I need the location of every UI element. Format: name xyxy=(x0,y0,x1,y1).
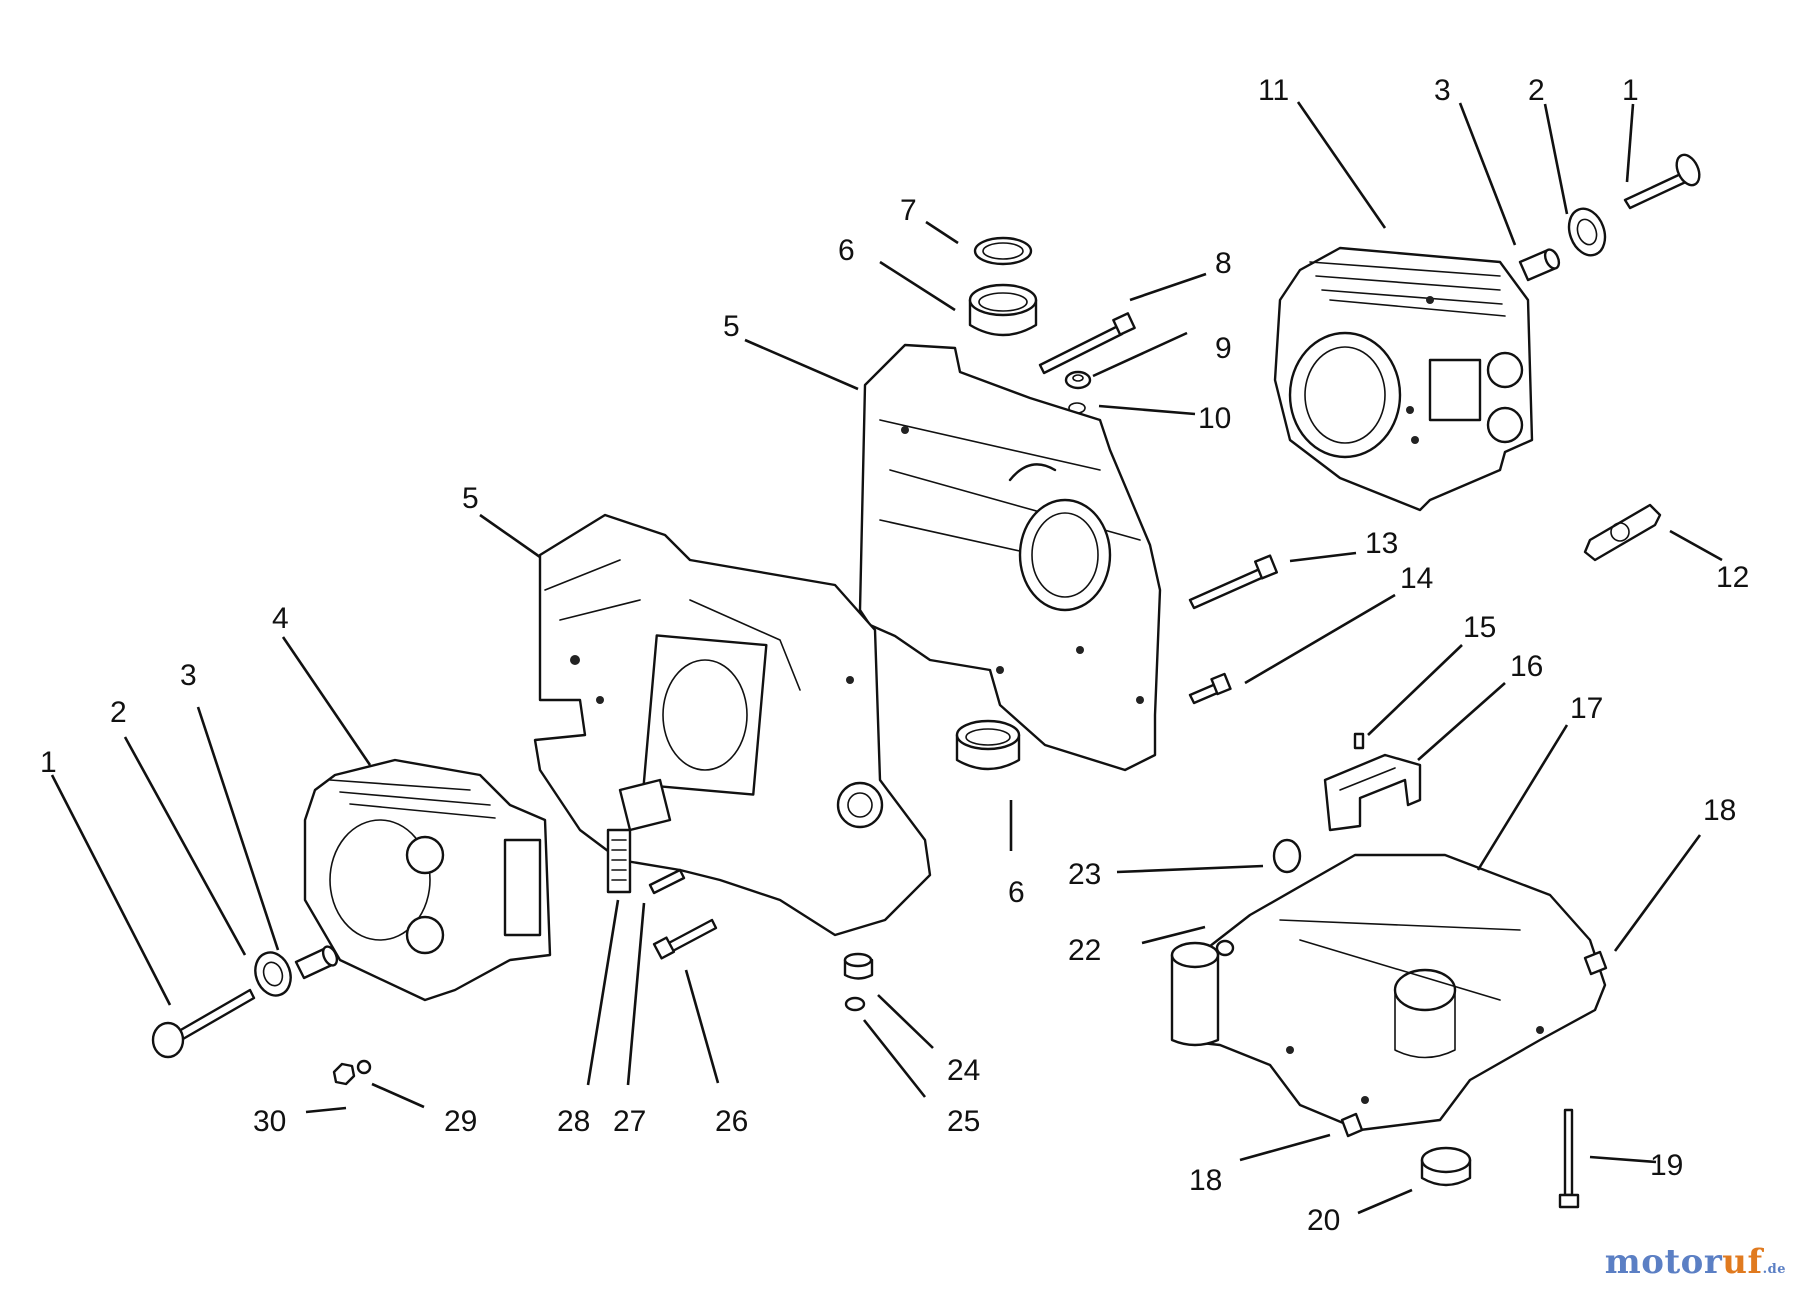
callout-30: 30 xyxy=(253,1105,286,1138)
bolt-19 xyxy=(1558,1108,1580,1209)
callout-5-right: 5 xyxy=(723,310,740,343)
callout-5-left: 5 xyxy=(462,482,479,515)
crankcase-sump-17 xyxy=(1170,853,1607,1132)
washer-left xyxy=(254,951,292,997)
plug-18-lower xyxy=(1340,1112,1364,1138)
cylinder-head-left xyxy=(303,758,552,1002)
crankcase-half-left xyxy=(533,513,932,937)
callout-8: 8 xyxy=(1215,247,1232,280)
stud-27 xyxy=(648,868,686,895)
watermark-logo: motoruf.de xyxy=(1605,1242,1786,1282)
callout-23: 23 xyxy=(1068,858,1101,891)
callout-3-right: 3 xyxy=(1434,74,1451,107)
watermark-main: motor xyxy=(1604,1242,1723,1282)
nut-9 xyxy=(1064,370,1092,390)
bracket-16 xyxy=(1323,753,1422,832)
callout-7: 7 xyxy=(900,194,917,227)
callout-11: 11 xyxy=(1258,74,1289,107)
callout-4: 4 xyxy=(272,602,289,635)
callout-3-left: 3 xyxy=(180,659,197,692)
callout-2-left: 2 xyxy=(110,696,127,729)
valve-left xyxy=(151,988,256,1059)
seal-7 xyxy=(973,236,1033,266)
fitting-22 xyxy=(1215,939,1235,957)
seal-20 xyxy=(1420,1146,1472,1187)
callout-27: 27 xyxy=(613,1105,646,1138)
bolt-14 xyxy=(1188,672,1232,705)
callout-10: 10 xyxy=(1198,402,1231,435)
crankcase-half-right xyxy=(858,343,1162,772)
bolt-8 xyxy=(1038,312,1136,375)
callout-labels: 1 2 3 4 5 11 3 2 1 7 6 8 5 9 10 12 13 14… xyxy=(40,74,1749,1237)
callout-12: 12 xyxy=(1716,561,1749,594)
washer-right xyxy=(1567,207,1607,257)
callout-15: 15 xyxy=(1463,611,1496,644)
callout-1-left: 1 xyxy=(40,746,57,779)
plug-18-upper xyxy=(1583,950,1608,976)
callout-29: 29 xyxy=(444,1105,477,1138)
cylinder-head-right xyxy=(1273,246,1534,512)
bolt-13 xyxy=(1188,554,1278,610)
plug-23 xyxy=(1272,838,1302,874)
callout-9: 9 xyxy=(1215,332,1232,365)
nut-29 xyxy=(356,1059,372,1075)
callout-13: 13 xyxy=(1365,527,1398,560)
callout-20: 20 xyxy=(1307,1204,1340,1237)
spring-28 xyxy=(606,828,632,894)
callout-19: 19 xyxy=(1650,1149,1683,1182)
nut-30 xyxy=(332,1062,356,1086)
cap-24 xyxy=(843,952,874,980)
callout-14: 14 xyxy=(1400,562,1433,595)
callout-26: 26 xyxy=(715,1105,748,1138)
callout-6-upper: 6 xyxy=(838,234,855,267)
callout-6-lower: 6 xyxy=(1008,876,1025,909)
valve-right xyxy=(1623,153,1701,210)
callout-25: 25 xyxy=(947,1105,980,1138)
gasket-12 xyxy=(1583,503,1662,562)
leader-lines xyxy=(50,101,1723,1215)
watermark-accent: uf xyxy=(1722,1242,1763,1282)
valve-guide-right xyxy=(1518,248,1561,282)
callout-16: 16 xyxy=(1510,650,1543,683)
callout-24: 24 xyxy=(947,1054,980,1087)
callout-18-upper: 18 xyxy=(1703,794,1736,827)
bearing-6-lower xyxy=(955,719,1021,771)
callout-17: 17 xyxy=(1570,692,1603,725)
callout-1-right: 1 xyxy=(1622,74,1639,107)
nut-25 xyxy=(844,996,866,1012)
watermark-tld: .de xyxy=(1762,1262,1786,1277)
callout-2-right: 2 xyxy=(1528,74,1545,107)
callout-28: 28 xyxy=(557,1105,590,1138)
callout-18-lower: 18 xyxy=(1189,1164,1222,1197)
screw-15 xyxy=(1353,732,1365,750)
bearing-6-upper xyxy=(968,283,1038,337)
bolt-26 xyxy=(652,918,718,960)
callout-22: 22 xyxy=(1068,934,1101,967)
valve-guide-left xyxy=(294,945,339,980)
